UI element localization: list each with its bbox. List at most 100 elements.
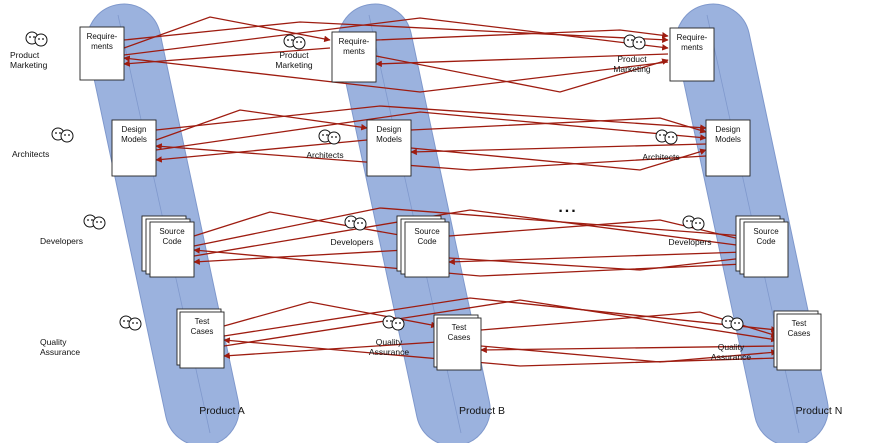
traceability-arrow xyxy=(123,21,669,43)
doc-label: Code xyxy=(162,237,182,246)
people-icon xyxy=(25,31,48,47)
doc-label: Test xyxy=(452,323,467,332)
traceability-arrow xyxy=(375,29,669,41)
traceability-arrow xyxy=(223,299,778,347)
people-icon xyxy=(655,129,678,145)
doc-label: ments xyxy=(343,47,365,56)
doc-label: Require- xyxy=(677,33,708,42)
doc-label: Design xyxy=(377,125,402,134)
traceability-arrow xyxy=(410,117,707,134)
role-dev-a: Developers xyxy=(40,214,106,246)
doc-label: Code xyxy=(417,237,437,246)
more-products-ellipsis: ... xyxy=(558,199,577,216)
doc-label: Design xyxy=(122,125,147,134)
people-icon xyxy=(682,215,705,231)
product-label-n: Product N xyxy=(796,405,843,417)
people-icon xyxy=(344,215,367,231)
product-label-b: Product B xyxy=(459,405,505,417)
doc-label: Require- xyxy=(87,32,118,41)
doc-label: Require- xyxy=(339,37,370,46)
doc-label: Code xyxy=(756,237,776,246)
doc-label: Cases xyxy=(191,327,214,336)
traceability-arrow xyxy=(155,109,368,141)
role-label: Product xyxy=(10,50,40,60)
traceability-arrow xyxy=(448,219,745,242)
role-label: Quality xyxy=(40,337,67,347)
people-icon xyxy=(51,127,74,143)
role-label: Architects xyxy=(306,150,343,160)
role-label: Developers xyxy=(669,237,712,247)
traceability-arrow xyxy=(480,345,778,354)
role-label: Quality xyxy=(376,337,403,347)
people-icon xyxy=(721,315,744,331)
role-label: Product xyxy=(279,50,309,60)
traceability-arrow xyxy=(123,55,669,93)
traceability-arrow xyxy=(480,311,778,338)
role-label: Quality xyxy=(718,342,745,352)
doc-label: Test xyxy=(792,319,807,328)
traceability-arrow xyxy=(123,17,669,56)
role-label: Developers xyxy=(40,236,83,246)
traceability-arrow xyxy=(155,143,707,171)
traceability-arrow xyxy=(223,301,438,329)
people-icon xyxy=(318,129,341,145)
role-arch-b: Architects xyxy=(306,129,344,160)
doc-label: Models xyxy=(376,135,402,144)
traceability-arrow xyxy=(223,337,778,367)
role-label: Assurance xyxy=(369,347,409,357)
doc-label: Source xyxy=(414,227,440,236)
doc-label: Models xyxy=(715,135,741,144)
traceability-arrow xyxy=(375,53,669,68)
doc-req-a: Require-ments xyxy=(79,26,125,81)
role-label: Marketing xyxy=(10,60,48,70)
doc-req-n: Require-ments xyxy=(669,27,715,82)
doc-label: Design xyxy=(716,125,741,134)
traceability-arrow xyxy=(155,111,707,151)
doc-req-b: Require-ments xyxy=(331,31,377,83)
doc-label: Cases xyxy=(788,329,811,338)
traceability-arrow xyxy=(193,249,406,265)
role-label: Assurance xyxy=(40,347,80,357)
role-dev-n: Developers xyxy=(669,215,712,247)
role-arch-n: Architects xyxy=(642,129,680,162)
role-label: Product xyxy=(617,54,647,64)
people-icon xyxy=(283,34,306,50)
traceability-arrow xyxy=(223,297,778,337)
people-icon xyxy=(623,34,646,50)
role-label: Developers xyxy=(331,237,374,247)
doc-label: ments xyxy=(91,42,113,51)
doc-label: ments xyxy=(681,43,703,52)
product-label-a: Product A xyxy=(199,405,245,417)
traceability-arrow xyxy=(410,143,707,156)
traceability-arrow xyxy=(193,209,745,257)
role-label: Architects xyxy=(12,149,49,159)
doc-label: Source xyxy=(159,227,185,236)
people-icon xyxy=(382,315,405,331)
traceability-arrow xyxy=(193,247,745,277)
role-label: Marketing xyxy=(275,60,313,70)
doc-label: Source xyxy=(753,227,779,236)
role-dev-b: Developers xyxy=(331,215,374,247)
people-icon xyxy=(119,315,142,331)
traceability-arrow xyxy=(193,207,745,247)
doc-label: Test xyxy=(195,317,210,326)
doc-label: Cases xyxy=(448,333,471,342)
role-label: Marketing xyxy=(613,64,651,74)
role-arch-a: Architects xyxy=(12,127,74,159)
people-icon xyxy=(83,214,106,230)
